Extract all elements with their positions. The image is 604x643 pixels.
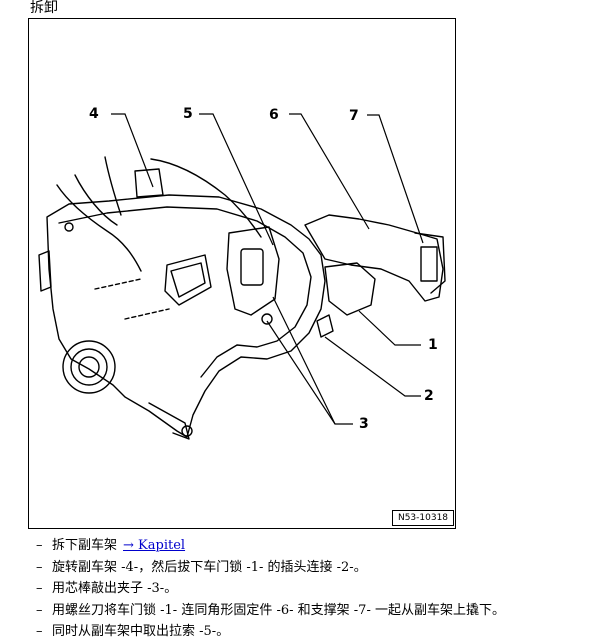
step-bullet: – xyxy=(36,538,43,553)
callout-6: 6 xyxy=(269,107,279,123)
procedure-step: –用螺丝刀将车门锁 -1- 连同角形固定件 -6- 和支撑架 -7- 一起从副车… xyxy=(36,600,505,622)
step-text: 旋转副车架 -4-，然后拔下车门锁 -1- 的插头连接 -2-。 xyxy=(52,559,367,575)
chapter-link[interactable]: → Kapitel xyxy=(123,538,186,553)
step-text: 同时从副车架中取出拉索 -5-。 xyxy=(52,624,230,639)
callout-1: 1 xyxy=(428,337,438,353)
step-bullet: – xyxy=(36,581,43,596)
callout-7: 7 xyxy=(349,108,359,124)
callout-4: 4 xyxy=(89,106,99,122)
step-text: 用螺丝刀将车门锁 -1- 连同角形固定件 -6- 和支撑架 -7- 一起从副车架… xyxy=(52,602,505,618)
step-bullet: – xyxy=(36,559,43,575)
exploded-view-figure: 1 2 3 4 5 6 7 N53-10318 xyxy=(28,18,456,529)
procedure-step: –拆下副车架 → Kapitel xyxy=(36,535,505,557)
procedure-step: –旋转副车架 -4-，然后拔下车门锁 -1- 的插头连接 -2-。 xyxy=(36,557,505,579)
callout-numbers: 1 2 3 4 5 6 7 xyxy=(89,106,438,432)
callout-3: 3 xyxy=(359,416,369,432)
procedure-step: –同时从副车架中取出拉索 -5-。 xyxy=(36,621,505,643)
section-title: 拆卸 xyxy=(30,0,58,16)
figure-code-label: N53-10318 xyxy=(392,510,454,526)
procedure-step: –用芯棒敲出夹子 -3-。 xyxy=(36,578,505,600)
procedure-steps: –拆下副车架→ Kapitel–旋转副车架 -4-，然后拔下车门锁 -1- 的插… xyxy=(36,535,505,643)
step-bullet: – xyxy=(36,624,43,639)
step-bullet: – xyxy=(36,602,43,618)
step-text: 用芯棒敲出夹子 -3-。 xyxy=(52,581,178,596)
door-lock-assembly-drawing: 1 2 3 4 5 6 7 xyxy=(38,106,446,440)
callout-2: 2 xyxy=(424,388,434,404)
callout-5: 5 xyxy=(183,106,193,122)
step-text: 拆下副车架 xyxy=(52,538,118,553)
